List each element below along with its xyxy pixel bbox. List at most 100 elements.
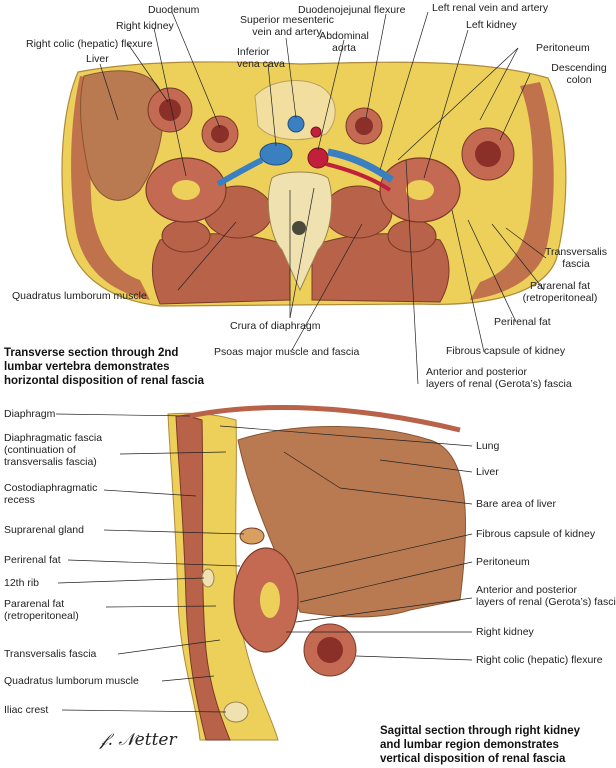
renal-sinus-sagittal xyxy=(260,582,280,618)
label-df-line2: (continuation of xyxy=(4,444,76,456)
transverse-section-illustration xyxy=(61,61,567,307)
label-gerotas-fascia-transverse: Anterior and posterior layers of renal (… xyxy=(426,366,572,390)
caption-transverse-line2: lumbar vertebra demonstrates xyxy=(4,361,170,373)
label-prf-s-line2: (retroperitoneal) xyxy=(4,610,79,622)
sm-artery-shape xyxy=(310,126,322,138)
sm-vein-shape xyxy=(287,115,305,133)
label-ivc-line2: vena cava xyxy=(237,58,285,70)
label-superior-mesenteric-line2: vein and artery xyxy=(252,26,322,38)
label-colon-line2: colon xyxy=(566,74,592,86)
label-right-kidney: Right kidney xyxy=(116,20,174,32)
label-twelfth-rib: 12th rib xyxy=(4,577,40,589)
label-costodiaphragmatic-recess: Costodiaphragmatic recess xyxy=(4,482,97,506)
abdominal-wall-muscle-right xyxy=(470,82,554,300)
label-transversalis-fascia-sagittal: Transversalis fascia xyxy=(4,648,97,660)
label-df-line3: transversalis fascia) xyxy=(4,456,97,468)
label-superior-mesenteric: Superior mesenteric vein and artery xyxy=(232,14,342,38)
label-pararenal-fat-transverse: Pararenal fat (retroperitoneal) xyxy=(508,280,612,304)
label-gerota-line2: layers of renal (Gerota’s) fascia xyxy=(426,378,572,390)
colic-flexure-lumen xyxy=(159,99,181,121)
caption-sagittal-line2: and lumbar region demonstrates xyxy=(380,739,559,751)
caption-transverse: Transverse section through 2nd lumbar ve… xyxy=(4,346,204,388)
label-liver-transverse: Liver xyxy=(86,53,109,65)
label-perirenal-fat-sagittal: Perirenal fat xyxy=(4,554,61,566)
label-suprarenal-gland: Suprarenal gland xyxy=(4,524,84,536)
abdominal-aorta-shape xyxy=(307,147,329,169)
label-prf-line2: (retroperitoneal) xyxy=(522,292,598,304)
label-bare-area-liver: Bare area of liver xyxy=(476,498,556,510)
label-quadratus-lumborum-transverse: Quadratus lumborum muscle xyxy=(12,290,147,302)
label-liver-sagittal: Liver xyxy=(476,466,499,478)
label-gerota-s-line2: layers of renal (Gerota’s) fascia xyxy=(476,596,616,608)
label-diaphragmatic-fascia: Diaphragmatic fascia (continuation of tr… xyxy=(4,432,102,468)
right-renal-sinus xyxy=(172,180,200,200)
left-renal-artery-shape xyxy=(325,162,392,192)
label-right-colic-flexure-sagittal: Right colic (hepatic) flexure xyxy=(476,654,603,666)
label-tf-line1: Transversalis xyxy=(544,246,608,258)
left-renal-sinus xyxy=(406,180,434,200)
label-gerota-line1: Anterior and posterior xyxy=(426,366,527,378)
label-superior-mesenteric-line1: Superior mesenteric xyxy=(240,14,334,26)
label-prf-s-line1: Pararenal fat xyxy=(4,598,65,610)
caption-sagittal-line1: Sagittal section through right kidney xyxy=(380,725,580,737)
colic-flexure-sagittal-lumen xyxy=(317,637,343,663)
sagittal-left-leader-lines xyxy=(55,413,245,713)
label-duodenojejunal-flexure: Duodenojejunal flexure xyxy=(298,4,406,16)
quadratus-left xyxy=(161,219,211,253)
label-gerota-s-line1: Anterior and posterior xyxy=(476,584,577,596)
label-inferior-vena-cava: Inferior vena cava xyxy=(237,46,285,70)
artist-signature: 𝒻. 𝒩etter xyxy=(100,730,177,750)
label-gerotas-fascia-sagittal: Anterior and posterior layers of renal (… xyxy=(476,584,616,608)
sagittal-section-illustration xyxy=(167,405,467,741)
label-cdr-line1: Costodiaphragmatic xyxy=(4,482,98,494)
iliac-crest-shape xyxy=(223,701,249,723)
caption-transverse-line3: horizontal disposition of renal fascia xyxy=(4,375,204,387)
label-lung: Lung xyxy=(476,440,500,452)
label-right-kidney-sagittal: Right kidney xyxy=(476,626,534,638)
label-cdr-line2: recess xyxy=(4,494,35,506)
label-ivc-line1: Inferior xyxy=(237,46,270,58)
label-abdominal-aorta: Abdominal aorta xyxy=(314,30,374,54)
suprarenal-gland-shape xyxy=(239,527,265,545)
descending-colon-lumen xyxy=(475,141,501,167)
label-right-colic-flexure: Right colic (hepatic) flexure xyxy=(26,38,153,50)
label-tf-line2: fascia xyxy=(562,258,590,270)
quadratus-lumborum-sagittal xyxy=(175,415,231,741)
label-aorta-line2: aorta xyxy=(332,42,356,54)
quadratus-right xyxy=(387,219,437,253)
label-peritoneum-transverse: Peritoneum xyxy=(536,42,590,54)
label-prf-line1: Pararenal fat xyxy=(529,280,591,292)
label-fibrous-capsule-sagittal: Fibrous capsule of kidney xyxy=(476,528,596,540)
duodenojejunal-lumen xyxy=(355,117,373,135)
label-transversalis-fascia-transverse: Transversalis fascia xyxy=(540,246,612,270)
label-duodenum: Duodenum xyxy=(148,4,200,16)
label-psoas-major: Psoas major muscle and fascia xyxy=(214,346,360,358)
liver-transverse xyxy=(80,70,164,201)
caption-transverse-line1: Transverse section through 2nd xyxy=(4,347,179,359)
diaphragm-sagittal xyxy=(179,405,461,433)
label-descending-colon: Descending colon xyxy=(546,62,612,86)
label-pararenal-fat-sagittal: Pararenal fat (retroperitoneal) xyxy=(4,598,79,622)
left-renal-vein-shape xyxy=(327,148,395,183)
label-fibrous-capsule-transverse: Fibrous capsule of kidney xyxy=(446,345,566,357)
label-left-renal-vessels: Left renal vein and artery xyxy=(432,2,549,14)
label-diaphragm: Diaphragm xyxy=(4,408,56,420)
duodenum-lumen xyxy=(211,125,229,143)
label-peritoneum-sagittal: Peritoneum xyxy=(476,556,530,568)
label-aorta-line1: Abdominal xyxy=(319,30,369,42)
label-perirenal-fat-transverse: Perirenal fat xyxy=(494,316,551,328)
caption-sagittal: Sagittal section through right kidney an… xyxy=(380,724,580,766)
transverse-leader-lines xyxy=(99,11,547,385)
label-left-kidney: Left kidney xyxy=(466,19,517,31)
label-quadratus-lumborum-sagittal: Quadratus lumborum muscle xyxy=(4,675,139,687)
right-renal-vein-shape xyxy=(216,157,264,187)
label-iliac-crest: Iliac crest xyxy=(4,704,49,716)
label-colon-line1: Descending xyxy=(551,62,607,74)
sagittal-right-leader-lines xyxy=(219,425,473,661)
spinal-cord xyxy=(292,221,306,235)
label-crura-diaphragm: Crura of diaphragm xyxy=(230,320,321,332)
label-df-line1: Diaphragmatic fascia xyxy=(4,432,103,444)
artist-signature-mark: 𝒻. 𝒩etter xyxy=(100,730,177,750)
